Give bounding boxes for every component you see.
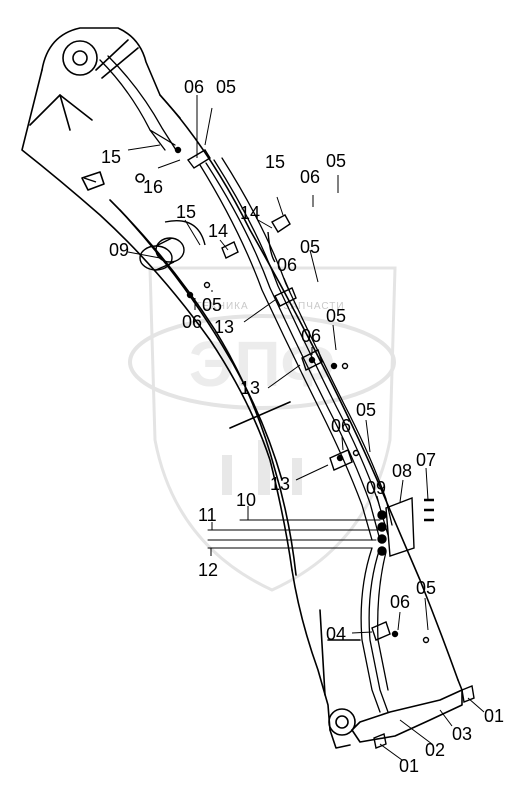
boom-foot-pin [328, 708, 356, 736]
callout-label: 02 [425, 740, 445, 760]
watermark: ЭПФ ТЕХНИКА ЗАПЧАСТИ [128, 266, 397, 592]
callout-label: 05 [300, 237, 320, 257]
callout-label: 14 [240, 203, 260, 223]
callout-label: 06 [300, 167, 320, 187]
callout-label: 06 [301, 326, 321, 346]
callout-label: 16 [143, 177, 163, 197]
arm-tip [41, 27, 181, 119]
callout-label: 14 [208, 221, 228, 241]
manifold-block [377, 496, 434, 557]
components [83, 146, 475, 749]
callout-label: 15 [265, 152, 285, 172]
watermark-brand: ЭПФ [189, 328, 335, 400]
callout-label: 13 [270, 474, 290, 494]
callout-label: 06 [331, 416, 351, 436]
callout-label: 05 [326, 151, 346, 171]
clamp-13b [301, 349, 349, 371]
boom-lower-left-edge [291, 569, 331, 731]
watermark-right-text: ЗАПЧАСТИ [283, 301, 344, 312]
callout-label: 12 [198, 560, 218, 580]
callout-label: 04 [326, 624, 346, 644]
bolt-01-upper [461, 685, 475, 703]
clamp-16 [174, 146, 211, 169]
watermark-wheat-icon [222, 440, 302, 495]
callout-label: 09 [366, 478, 386, 498]
callout-label: 05 [326, 306, 346, 326]
leader-lines [127, 95, 485, 761]
callout-label: 15 [101, 147, 121, 167]
callout-label: 05 [202, 295, 222, 315]
callout-label: 06 [184, 77, 204, 97]
arm-left-edge [21, 69, 293, 571]
clamp-14a [267, 214, 291, 263]
watermark-left-text: ТЕХНИКА [195, 301, 248, 312]
boom-structure [21, 27, 463, 749]
clamp-04 [371, 621, 430, 644]
watermark-ellipse [128, 314, 396, 410]
tube-bundle-1 [199, 164, 373, 541]
cylinder-end [139, 220, 206, 271]
callout-label: 05 [416, 578, 436, 598]
callout-label: 10 [236, 490, 256, 510]
arm-right-edge [159, 94, 459, 681]
callout-label: 06 [182, 312, 202, 332]
boom-lower-right-edge [351, 679, 463, 731]
hose-upper-1 [99, 59, 166, 151]
callout-label: 05 [356, 400, 376, 420]
callout-label: 11 [198, 505, 217, 525]
callout-label: 06 [277, 255, 297, 275]
clamp-13a [186, 281, 297, 307]
callout-label: 09 [109, 240, 129, 260]
callout-labels: 06 05 15 16 15 06 05 14 15 14 09 05 06 0… [101, 77, 504, 776]
callout-label: 13 [240, 378, 260, 398]
tube-lower [360, 547, 381, 713]
callout-label: 13 [214, 317, 234, 337]
callout-label: 06 [390, 592, 410, 612]
callout-label: 03 [452, 724, 472, 744]
clamp-14b [221, 241, 239, 259]
clamp-13c [329, 449, 360, 471]
callout-label: 01 [484, 706, 504, 726]
callout-label: 15 [176, 202, 196, 222]
hydraulic-lines [99, 55, 393, 713]
callout-label: 08 [392, 461, 412, 481]
arm-pivot-pin [62, 40, 98, 76]
bolt-01-lower [373, 733, 387, 749]
callout-label: 07 [416, 450, 436, 470]
callout-label: 01 [399, 756, 419, 776]
callout-label: 05 [216, 77, 236, 97]
